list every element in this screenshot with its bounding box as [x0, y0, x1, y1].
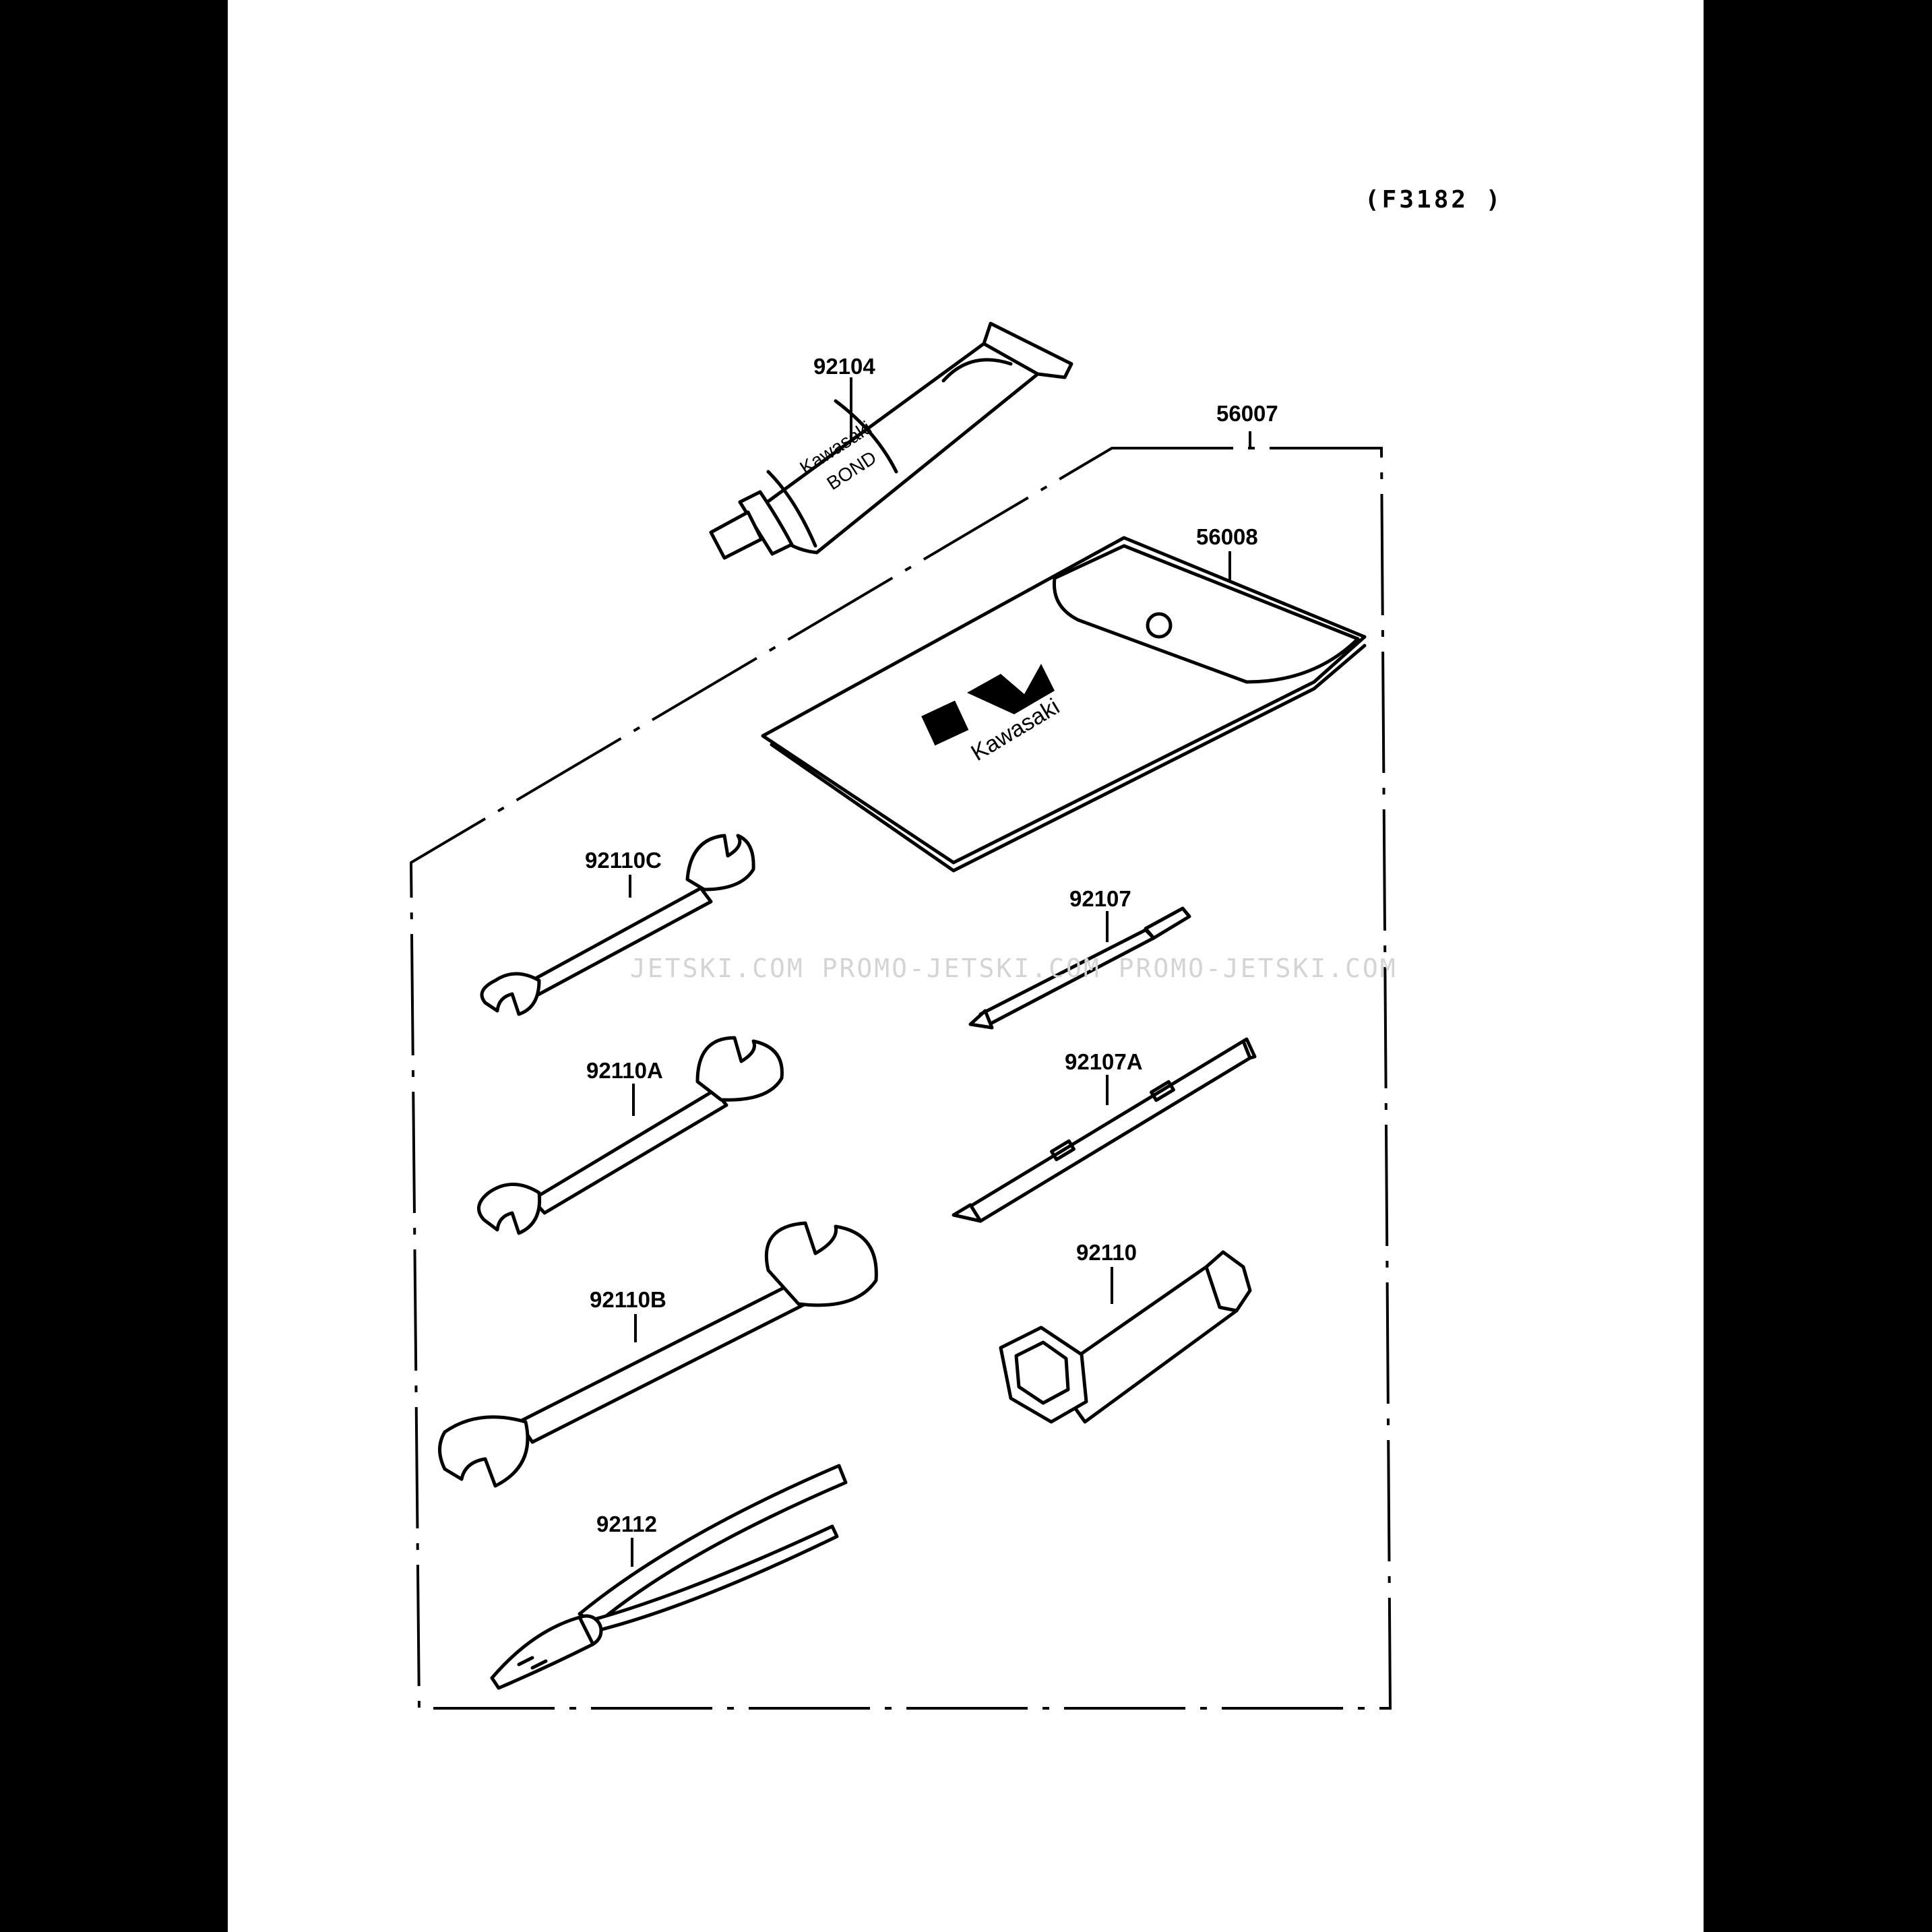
wrench-92110c — [480, 834, 755, 1016]
screwdriver-92107a — [952, 1037, 1257, 1223]
label-92107: 92107 — [1069, 886, 1131, 911]
label-56007: 56007 — [1216, 401, 1278, 426]
diagram-code: (F3182 ) — [1365, 186, 1503, 214]
label-92110c: 92110C — [585, 848, 662, 873]
watermark: JETSKI.COM PROMO-JETSKI.COM PROMO-JETSKI… — [630, 954, 1398, 983]
label-92107a: 92107A — [1065, 1049, 1143, 1074]
label-92110b: 92110B — [590, 1287, 666, 1312]
kit-boundary — [409, 447, 1392, 1710]
socket-wrench-92110 — [999, 1250, 1252, 1424]
white-sheet — [228, 0, 1704, 1932]
kawasaki-logo-mark — [921, 700, 969, 746]
label-92110a: 92110A — [586, 1058, 663, 1083]
label-92110: 92110 — [1076, 1240, 1137, 1265]
tool-pouch: Kawasaki — [761, 536, 1367, 873]
bond-tube: Kawasaki BOND — [709, 321, 1073, 560]
wrench-92110a — [477, 1036, 784, 1235]
label-92112: 92112 — [596, 1512, 657, 1536]
screwdriver-92107 — [968, 906, 1191, 1030]
label-56008: 56008 — [1196, 524, 1258, 549]
label-92104: 92104 — [813, 354, 875, 379]
pliers-92112 — [490, 1464, 848, 1690]
wrench-92110b — [438, 1221, 878, 1488]
